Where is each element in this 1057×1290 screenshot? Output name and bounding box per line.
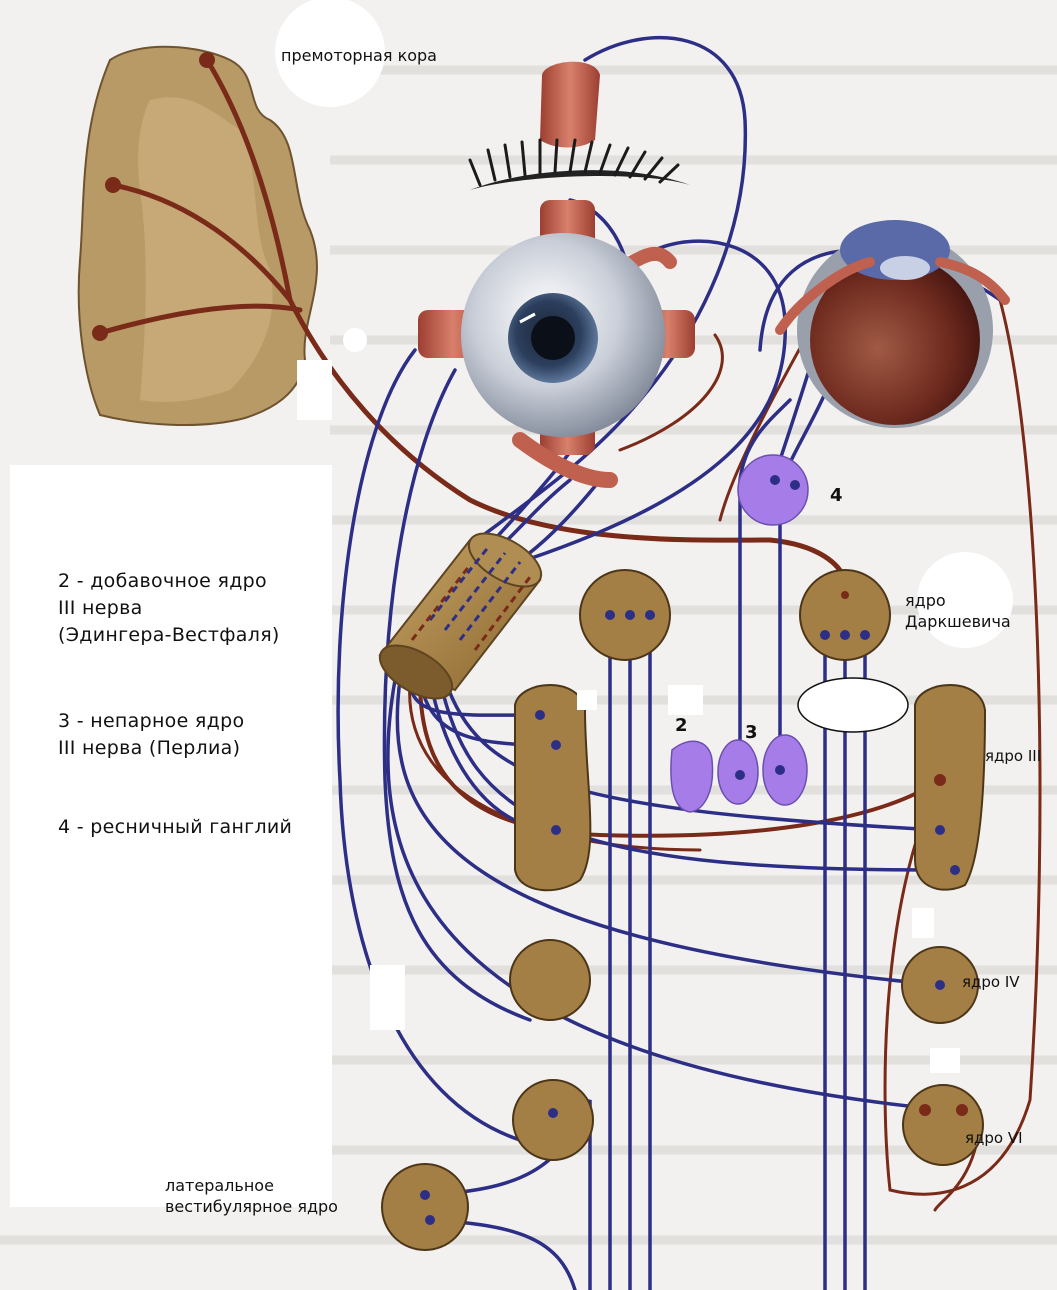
nucleus-lateral-vestibular	[382, 1164, 468, 1250]
nucleus-left-lower	[513, 1080, 593, 1160]
label-nucleus-vi: ядро VI	[965, 1128, 1023, 1149]
legend-item-2: 2 - добавочное ядро III нерва (Эдингера-…	[58, 568, 280, 649]
edinger-westphal-nucleus	[671, 741, 713, 812]
premotor-cortex	[79, 47, 317, 425]
nucleus-darkshevich	[800, 570, 890, 660]
outline-ellipse	[798, 678, 908, 732]
nucleus-iii-right	[915, 685, 985, 890]
label-darkshevich-nucleus: ядро Даркшевича	[905, 590, 1011, 632]
nucleus-iii-left	[515, 685, 590, 890]
legend-item-4: 4 - ресничный ганглий	[58, 814, 292, 841]
marker-3: 3	[745, 722, 758, 743]
nucleus-left-round	[510, 940, 590, 1020]
legend-item-3: 3 - непарное ядро III нерва (Перлиа)	[58, 708, 244, 762]
marker-2: 2	[675, 715, 688, 736]
label-nucleus-iii: ядро III	[985, 746, 1041, 767]
eye-front-view	[418, 200, 695, 480]
label-nucleus-iv: ядро IV	[962, 972, 1020, 993]
label-lateral-vestibular-nucleus: латеральное вестибулярное ядро	[165, 1175, 338, 1217]
eyelid-muscle	[470, 62, 690, 190]
label-premotor-cortex: премоторная кора	[281, 45, 437, 66]
ciliary-ganglion	[738, 455, 808, 525]
marker-4: 4	[830, 485, 843, 506]
nucleus-vi	[903, 1085, 983, 1165]
